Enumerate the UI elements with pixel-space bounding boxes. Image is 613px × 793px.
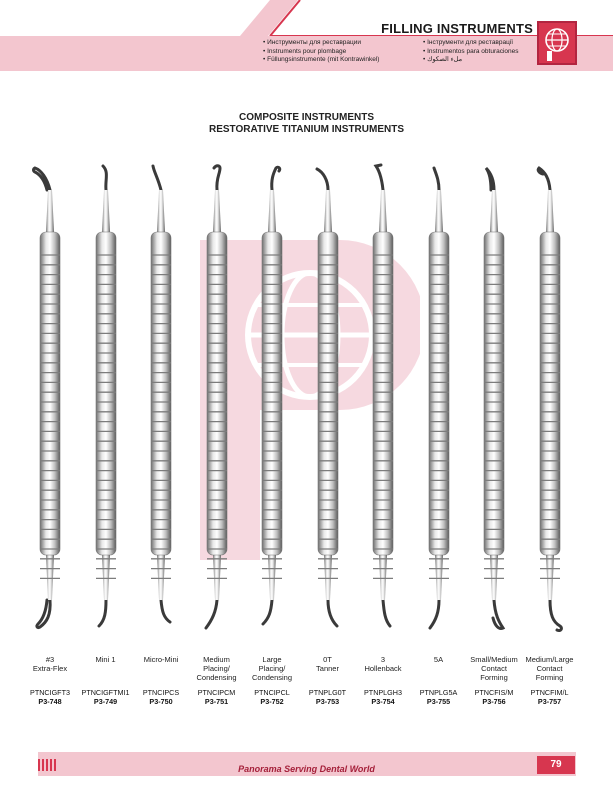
instrument-label-line: Forming: [535, 673, 564, 683]
instrument-label-line: 5A: [433, 655, 444, 664]
section-heading: COMPOSITE INSTRUMENTS: [238, 112, 374, 123]
instrument-label-line: Small/Medium: [470, 655, 518, 664]
footer-band: [38, 752, 576, 776]
instrument-image: [134, 160, 188, 640]
product-code: PTNCFIM/L: [530, 688, 569, 697]
product-code: PTNPLGH3: [364, 688, 402, 697]
brand-logo: [537, 21, 577, 65]
language-item: ملء الصكوك: [423, 56, 519, 65]
instrument-label: 5A: [410, 655, 468, 664]
instrument-label-line: Hollenback: [364, 664, 402, 674]
language-list-right: Інструменти для реставрації Instrumentos…: [423, 39, 519, 65]
product-code: PTNCIGFT3: [30, 688, 70, 697]
product-code: PTNCIGFTMI1: [81, 688, 130, 697]
page-title: FILLING INSTRUMENTS: [381, 21, 533, 36]
instrument-label-line: 3: [380, 655, 386, 664]
instrument-image: [190, 160, 244, 640]
instrument-label-line: Tanner: [316, 664, 339, 674]
instrument-image: [245, 160, 299, 640]
header-decoration: [240, 0, 613, 36]
reference-number: P3-752: [260, 697, 284, 707]
watermark-logo: [200, 240, 420, 560]
product-code: PTNCIPCS: [142, 688, 180, 697]
instrument-image: [356, 160, 410, 640]
product-code: PTNPLG0T: [308, 688, 347, 697]
language-item: Інструменти для реставрації: [423, 39, 519, 48]
instrument-label-line: Condensing: [251, 673, 293, 683]
section-subheading: RESTORATIVE TITANIUM INSTRUMENTS: [209, 124, 404, 135]
instrument-image: [523, 160, 577, 640]
reference-number: P3-757: [537, 697, 562, 707]
product-code: PTNPLG5A: [419, 688, 458, 697]
language-item: Инструменты для реставрации: [263, 39, 379, 48]
instrument-label-line: Contact: [481, 664, 507, 674]
footer-stripes: [38, 759, 56, 771]
reference-number: P3-748: [38, 697, 62, 707]
page-number: 79: [537, 756, 575, 774]
product-code: PTNCIPCL: [254, 688, 290, 697]
instrument-image: [301, 160, 355, 640]
instrument-image: [79, 160, 133, 640]
reference-number: P3-749: [93, 697, 118, 707]
instrument-image: [23, 160, 77, 640]
instrument-label-line: Large: [262, 655, 282, 664]
instrument-label-line: #3: [45, 655, 55, 664]
instrument-label-line: Placing/: [203, 664, 230, 674]
instrument-label-line: Micro-Mini: [143, 655, 179, 664]
language-item: Instruments pour plombage: [263, 48, 379, 57]
instrument-label-line: Medium: [203, 655, 230, 664]
reference-number: P3-750: [149, 697, 173, 707]
instrument-label-line: Forming: [480, 673, 508, 683]
language-item: Instrumentos para obturaciones: [423, 48, 518, 57]
instrument-label-line: Mini 1: [95, 655, 116, 664]
instrument-label-line: 0T: [323, 655, 332, 664]
footer-tagline: Panorama Serving Dental World: [238, 764, 375, 774]
instrument-image: [412, 160, 466, 640]
instrument-label-line: Medium/Large: [525, 655, 574, 664]
instrument-label-line: Placing/: [258, 664, 286, 674]
instrument-label: Micro-Mini: [132, 655, 190, 664]
reference-number: P3-755: [426, 697, 451, 707]
instrument-label: Mini 1: [77, 655, 135, 664]
instrument-label-line: Contact: [536, 664, 563, 674]
instrument-label-line: Condensing: [196, 673, 237, 683]
reference-number: P3-756: [482, 697, 506, 707]
instrument-image: [467, 160, 521, 640]
language-list-left: Инструменты для реставрации Instruments …: [263, 39, 379, 65]
product-code: PTNCFIS/M: [474, 688, 514, 697]
instrument-label-line: Extra-Flex: [32, 664, 68, 674]
language-item: Füllungsinstrumente (mit Kontrawinkel): [263, 56, 379, 65]
product-code: PTNCIPCM: [197, 688, 236, 697]
reference-number: P3-751: [204, 697, 229, 707]
reference-number: P3-753: [315, 697, 340, 707]
reference-number: P3-754: [371, 697, 395, 707]
